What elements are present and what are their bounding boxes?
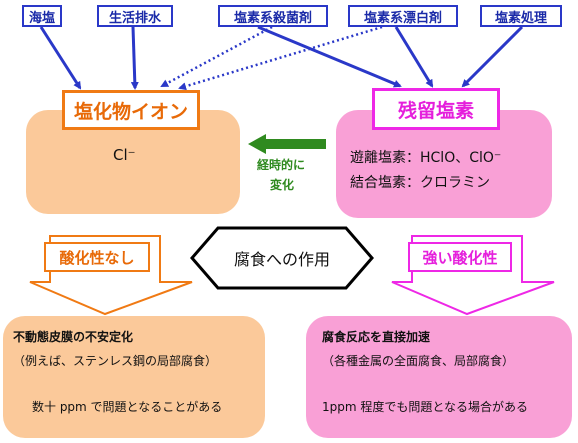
left-arrow-icon xyxy=(248,134,326,154)
arrow-sea-salt-to-chloride xyxy=(39,26,82,90)
left-effect-note: 数十 ppm で問題となることがある xyxy=(32,400,223,414)
right-effect-example: （各種金属の全面腐食、局部腐食） xyxy=(322,354,515,368)
combined-chlorine-text: 結合塩素：クロラミン xyxy=(350,175,490,191)
source-chlorine-sterilizer: 塩素系殺菌剤 xyxy=(218,5,328,27)
center-label: 腐食への作用 xyxy=(233,250,330,269)
dotted-arrow-sterilizer-to-chloride xyxy=(160,25,273,88)
right-effect-panel xyxy=(306,316,572,438)
time-change-line1: 経時的に xyxy=(257,158,306,172)
right-effect-note: 1ppm 程度でも問題となる場合がある xyxy=(322,400,529,414)
left-effect-heading: 不動態皮膜の不安定化 xyxy=(13,330,134,344)
source-sea-salt: 海塩 xyxy=(22,5,62,27)
left-effect-example: （例えば、ステンレス鋼の局部腐食） xyxy=(13,354,218,368)
dotted-arrow-bleach-to-chloride xyxy=(178,25,383,91)
time-change-line2: 変化 xyxy=(270,178,295,192)
chloride-title: 塩化物イオン xyxy=(62,90,200,130)
arrow-sterilizer-to-residual xyxy=(257,25,402,88)
arrow-domestic-to-chloride xyxy=(130,26,139,90)
left-effect-panel xyxy=(3,316,265,438)
free-chlorine-text: 遊離塩素：HClO、ClO⁻ xyxy=(350,150,502,166)
source-chlorine-bleach: 塩素系漂白剤 xyxy=(348,5,458,27)
arrow-chlorination-to-residual xyxy=(461,25,524,88)
right-effect-heading: 腐食反応を直接加速 xyxy=(322,330,431,344)
chloride-formula: Cl⁻ xyxy=(113,146,136,164)
source-chlorination: 塩素処理 xyxy=(480,5,562,27)
center-hexagon xyxy=(190,226,374,290)
source-domestic-waste: 生活排水 xyxy=(97,5,173,27)
right-effect-label: 強い酸化性 xyxy=(408,242,512,272)
arrow-bleach-to-residual xyxy=(394,26,434,88)
residual-title: 残留塩素 xyxy=(372,88,500,130)
left-effect-label: 酸化性なし xyxy=(44,242,150,272)
